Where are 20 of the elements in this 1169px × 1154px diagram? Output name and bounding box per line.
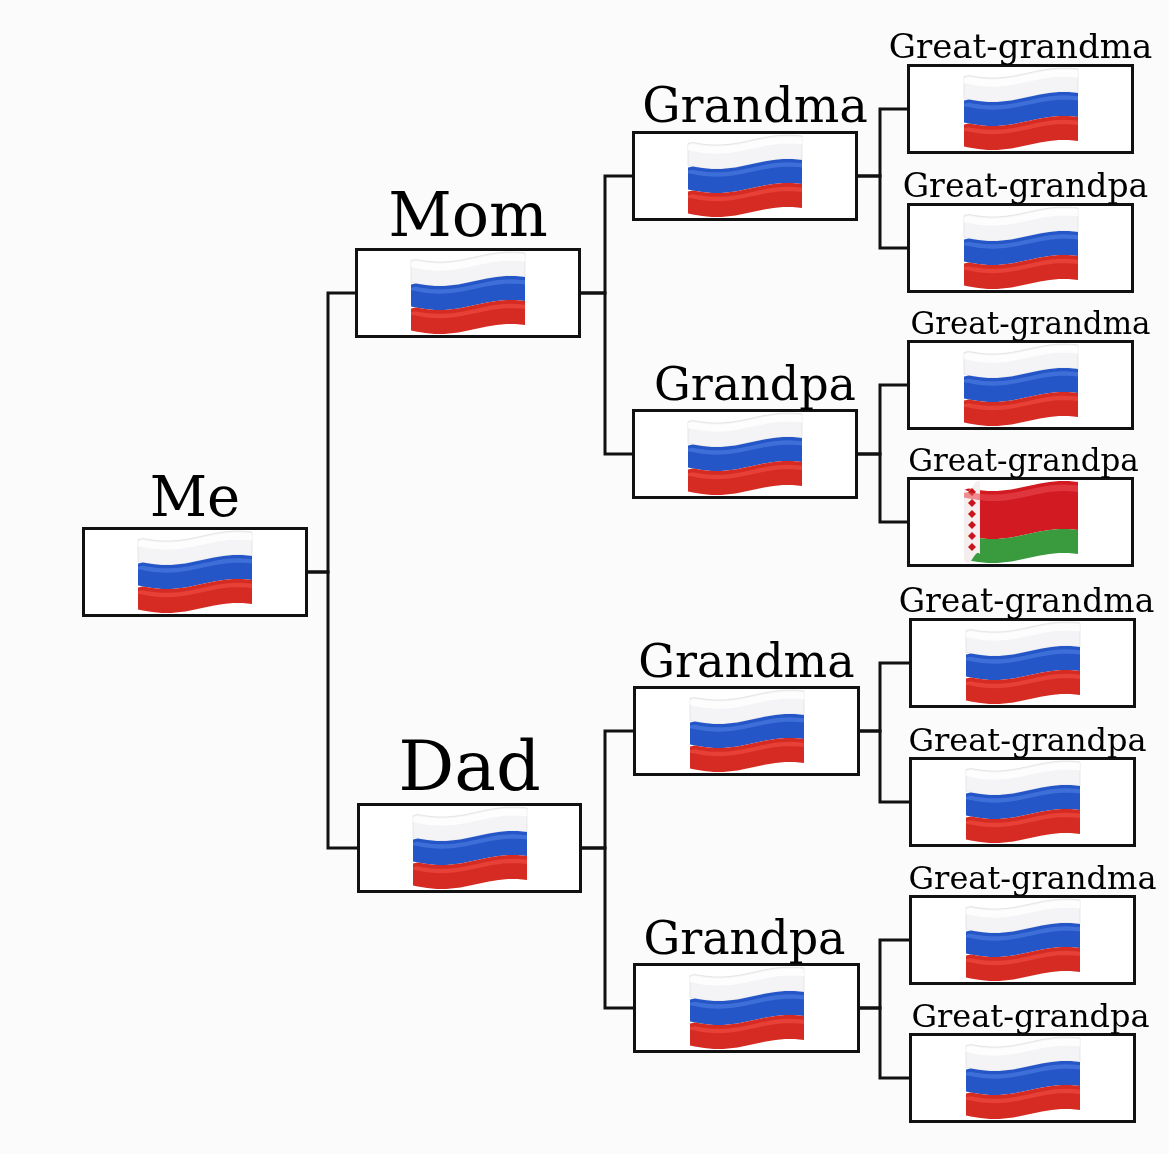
- name-label: Dad: [398, 731, 541, 801]
- name-label: Great-grandma: [888, 29, 1153, 63]
- connector-line: [582, 846, 633, 1010]
- connector-line: [860, 729, 909, 804]
- name-label: Me: [149, 469, 241, 525]
- name-label: Mom: [388, 184, 548, 246]
- name-label: Great-grandpa: [908, 724, 1147, 756]
- name-label: Grandma: [638, 638, 855, 684]
- connector-line: [308, 570, 357, 850]
- name-label: Great-grandma: [910, 308, 1151, 339]
- name-label: Great-grandpa: [902, 169, 1149, 202]
- connector-line: [860, 1006, 909, 1080]
- name-label: Great-grandpa: [911, 1000, 1150, 1032]
- name-label: Great-grandma: [908, 862, 1157, 894]
- connector-line: [581, 291, 632, 456]
- connector-line: [858, 452, 907, 524]
- name-label: Grandma: [642, 81, 868, 129]
- connector-line: [858, 174, 907, 250]
- name-label: Great-grandma: [898, 584, 1155, 617]
- name-label: Great-grandpa: [908, 445, 1139, 476]
